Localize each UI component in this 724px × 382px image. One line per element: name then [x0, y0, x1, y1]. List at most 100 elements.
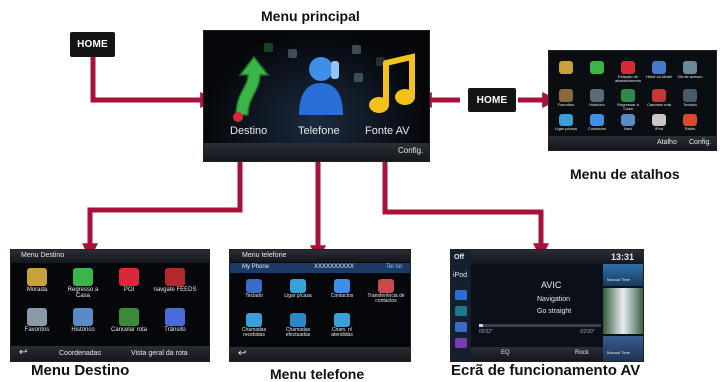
shortcut-low-icon[interactable]: [621, 114, 635, 126]
main-item-destino[interactable]: Destino: [230, 125, 268, 137]
av-artwork-bottom: [603, 336, 643, 361]
av-time-elapsed: 00'02": [479, 329, 493, 335]
av-screen: Off iPod 13:31 AVIC Navigation Go straig…: [450, 249, 644, 362]
shortcut-mid-icon-label: Histórico: [589, 102, 605, 107]
shortcut-top-icon-label: Via de acesso: [677, 74, 703, 79]
phone-item-icon[interactable]: [290, 313, 306, 327]
main-item-telefone[interactable]: Telefone: [298, 125, 340, 137]
destination-item-icon-label: Morada: [26, 287, 48, 293]
destination-item-icon-label: navgate FEEDS: [153, 287, 197, 293]
destination-item-icon[interactable]: [119, 268, 139, 286]
back-icon[interactable]: ↩: [238, 348, 247, 359]
shortcut-mid-icon-label: Regressar a Casa: [617, 102, 639, 112]
music-note-icon[interactable]: [364, 51, 424, 121]
phone-title: Menu telefone: [242, 252, 287, 259]
home-button-left[interactable]: HOME: [70, 32, 115, 57]
destination-bottom-bar: [11, 346, 209, 361]
shortcut-top-icon[interactable]: [621, 61, 635, 74]
phone-item-icon[interactable]: [378, 279, 394, 293]
caption-destination-menu: Menu Destino: [31, 362, 130, 379]
back-icon[interactable]: ↩: [19, 347, 28, 358]
shortcuts-config-button[interactable]: Config.: [689, 139, 712, 146]
shortcuts-bottom-bar: [549, 136, 716, 150]
shortcut-low-icon[interactable]: [652, 114, 666, 126]
av-top-bar: [471, 250, 643, 264]
av-progress-track[interactable]: [479, 324, 601, 327]
destination-item-icon-label: Trânsito: [164, 327, 186, 333]
av-tab-icon[interactable]: [455, 306, 467, 316]
destination-item-icon[interactable]: [119, 308, 139, 326]
phone-call-label[interactable]: Tel no: [386, 264, 403, 270]
av-tab-off[interactable]: Off: [454, 254, 465, 261]
main-config-button[interactable]: Config.: [398, 146, 424, 155]
shortcut-mid-icon-label: Teclado: [683, 102, 697, 107]
phone-my-phone: My Phone: [242, 264, 270, 270]
telephone-person-icon[interactable]: [291, 51, 351, 121]
shortcut-mid-icon[interactable]: [559, 89, 573, 102]
shortcut-top-icon[interactable]: [559, 61, 573, 74]
destination-arrow-icon[interactable]: [218, 53, 278, 123]
destination-route-overview-button[interactable]: Vista geral da rota: [131, 350, 188, 357]
av-side-caption-top: Manual Time: [607, 277, 630, 282]
av-rock-label[interactable]: Rock: [575, 350, 589, 356]
destination-item-icon[interactable]: [73, 308, 93, 326]
av-tab-icon[interactable]: [455, 322, 467, 332]
shortcut-mid-icon[interactable]: [590, 89, 604, 102]
caption-shortcuts-menu: Menu de atalhos: [570, 166, 680, 182]
shortcuts-tab-atalho[interactable]: Atalho: [657, 139, 677, 146]
av-tab-icon[interactable]: [455, 290, 467, 300]
shortcut-low-icon[interactable]: [683, 114, 697, 126]
shortcut-low-icon[interactable]: [590, 114, 604, 126]
faint-icon: [288, 49, 297, 58]
shortcut-mid-icon[interactable]: [621, 89, 635, 102]
shortcut-mid-icon[interactable]: [683, 89, 697, 102]
phone-item-icon[interactable]: [290, 279, 306, 293]
av-source-name: AVIC: [541, 280, 562, 290]
av-tab-icon[interactable]: [455, 338, 467, 348]
phone-item-icon[interactable]: [246, 313, 262, 327]
phone-info-bar: [230, 263, 410, 273]
shortcut-top-icon[interactable]: [652, 61, 666, 74]
av-clock: 13:31: [611, 252, 635, 262]
destination-item-icon[interactable]: [73, 268, 93, 286]
phone-item-icon-label: Chamadas efectuadas: [285, 327, 311, 339]
av-artwork-waterfall: [603, 288, 643, 334]
destination-title-bar: [11, 250, 209, 263]
shortcut-low-icon-label: Rádio: [684, 126, 696, 131]
phone-item-icon-label: Ligar p/casa: [284, 293, 312, 299]
phone-item-icon-label: Chamadas recebidas: [241, 327, 267, 339]
main-bottom-bar: [204, 143, 429, 161]
destination-coordinates-button[interactable]: Coordenadas: [59, 350, 102, 357]
phone-title-bar: [230, 250, 410, 262]
shortcut-top-icon[interactable]: [590, 61, 604, 74]
caption-av-screen: Ecrã de funcionamento AV: [451, 362, 641, 379]
av-left-tabs: [451, 250, 471, 361]
shortcut-top-icon[interactable]: [683, 61, 697, 74]
arrow-home-to-main: [90, 57, 217, 109]
shortcut-low-icon[interactable]: [559, 114, 573, 126]
faint-icon: [354, 73, 363, 82]
destination-item-icon[interactable]: [27, 268, 47, 286]
av-bottom-bar: [471, 347, 603, 361]
phone-item-icon-label: Teclado: [245, 293, 263, 299]
av-artwork-top: [603, 264, 643, 286]
shortcut-mid-icon[interactable]: [652, 89, 666, 102]
destination-item-icon[interactable]: [27, 308, 47, 326]
av-side-caption-bottom: Manual Time: [607, 350, 630, 355]
phone-item-icon[interactable]: [334, 279, 350, 293]
av-time-remaining: -02'00": [579, 329, 595, 335]
av-tab-ipod[interactable]: iPod: [453, 272, 468, 279]
av-eq-button[interactable]: EQ: [501, 350, 510, 356]
phone-item-icon[interactable]: [334, 313, 350, 327]
shortcut-low-icon-label: Contactos: [587, 126, 606, 131]
phone-item-icon[interactable]: [246, 279, 262, 293]
destination-item-icon[interactable]: [165, 308, 185, 326]
main-item-fonte-av[interactable]: Fonte AV: [365, 125, 410, 137]
destination-menu-screen: Menu Destino ↩ Coordenadas Vista geral d…: [10, 249, 210, 362]
home-button-right[interactable]: HOME: [468, 88, 516, 112]
phone-item-icon-label: Contactos: [330, 293, 354, 299]
phone-item-icon-label: Cham. n/ atendidas: [331, 327, 353, 339]
destination-item-icon[interactable]: [165, 268, 185, 286]
destination-item-icon-label: Histórico: [71, 327, 95, 333]
